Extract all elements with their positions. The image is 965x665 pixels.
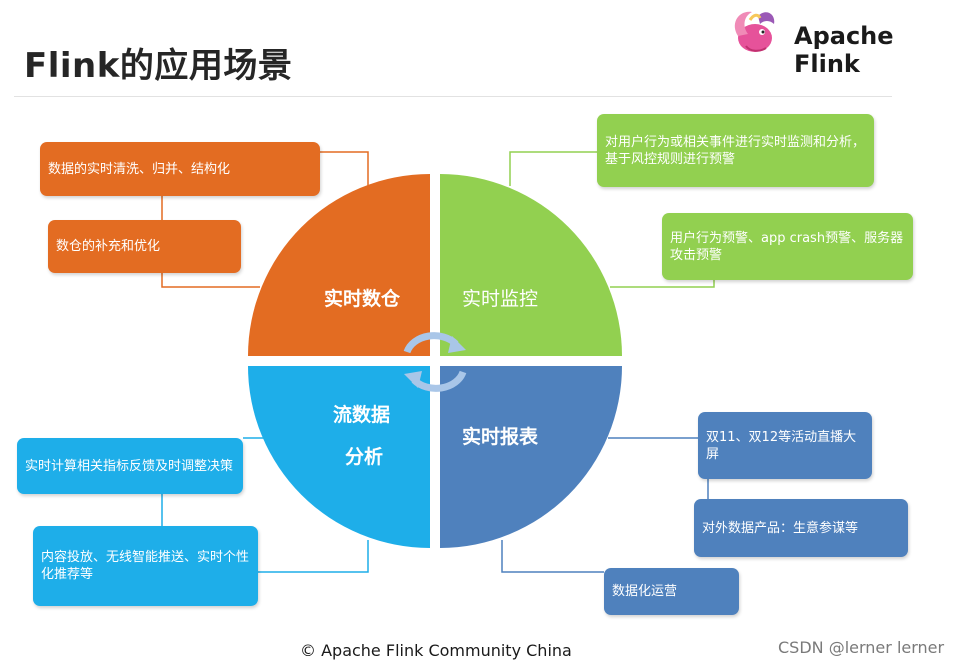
quadrant-realtime-monitoring [440,174,622,356]
green-connectors [509,151,715,288]
label-stream-analysis-line1: 流数据 [333,404,391,426]
orange-box-warehouse-supplement: 数仓的补充和优化 [48,220,241,273]
brand-name: Apache Flink [794,22,894,78]
label-realtime-monitoring: 实时监控 [462,288,539,310]
label-realtime-warehouse: 实时数仓 [324,288,401,310]
quadrant-realtime-reports [440,366,622,548]
blue-box-personalized-push: 内容投放、无线智能推送、实时个性化推荐等 [33,526,258,606]
navy-box-live-dashboard: 双11、双12等活动直播大屏 [698,412,872,479]
blue-box-metrics-feedback: 实时计算相关指标反馈及时调整决策 [17,438,243,494]
quadrant-stream-analysis [248,366,430,548]
circular-arrows-icon [403,332,467,392]
navy-connectors [501,437,709,573]
green-box-monitoring-analysis: 对用户行为或相关事件进行实时监测和分析，基于风控规则进行预警 [597,114,874,187]
quadrant-realtime-warehouse [248,174,430,356]
label-stream-analysis-line2: 分析 [345,446,384,468]
navy-box-data-products: 对外数据产品：生意参谋等 [694,499,908,557]
title-divider [14,96,892,97]
watermark: CSDN @lerner lerner [778,638,945,657]
orange-box-cleansing: 数据的实时清洗、归并、结构化 [40,142,320,196]
navy-box-data-operations: 数据化运营 [604,568,739,615]
footer-copyright: © Apache Flink Community China [300,641,572,660]
label-realtime-reports: 实时报表 [462,426,539,448]
squirrel-logo-icon [734,11,775,52]
green-box-alerts: 用户行为预警、app crash预警、服务器攻击预警 [662,213,913,280]
page-title: Flink的应用场景 [24,46,293,86]
